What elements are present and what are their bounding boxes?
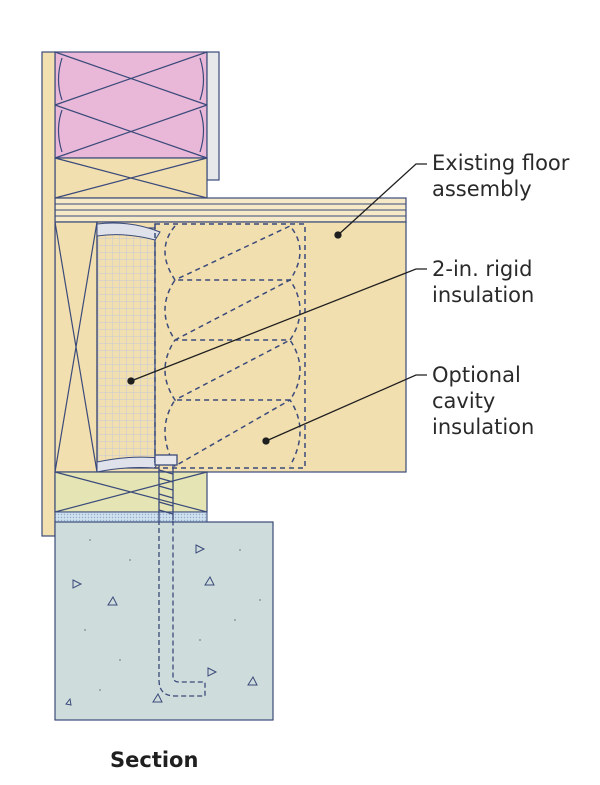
callout-line: insulation — [432, 283, 535, 307]
cavity-insulation — [154, 223, 306, 469]
rim-joist — [54, 221, 98, 473]
wall-batt-insulation — [54, 51, 208, 159]
wall-drywall — [206, 51, 220, 181]
mudsill — [54, 471, 208, 513]
subfloor — [54, 197, 407, 223]
wall-sheathing — [41, 51, 56, 537]
anchor-bolt — [154, 454, 206, 697]
callout-rigid-insulation: 2-in. rigid insulation — [432, 256, 534, 308]
callout-line: 2-in. rigid — [432, 257, 533, 281]
callout-line: cavity — [432, 389, 496, 413]
callout-cavity-insulation: Optional cavity insulation — [432, 362, 534, 440]
sill-gasket — [54, 511, 208, 523]
callout-line: Existing floor — [432, 151, 570, 175]
callout-floor-assembly: Existing floor assembly — [432, 150, 569, 202]
callout-line: insulation — [432, 415, 535, 439]
figure-caption: Section — [110, 748, 199, 772]
wall-bottom-plate — [54, 157, 208, 199]
leader-lines — [127, 163, 427, 445]
concrete-foundation — [54, 521, 274, 721]
callout-line: assembly — [432, 177, 532, 201]
callout-line: Optional — [432, 363, 521, 387]
rigid-insulation — [96, 222, 161, 473]
